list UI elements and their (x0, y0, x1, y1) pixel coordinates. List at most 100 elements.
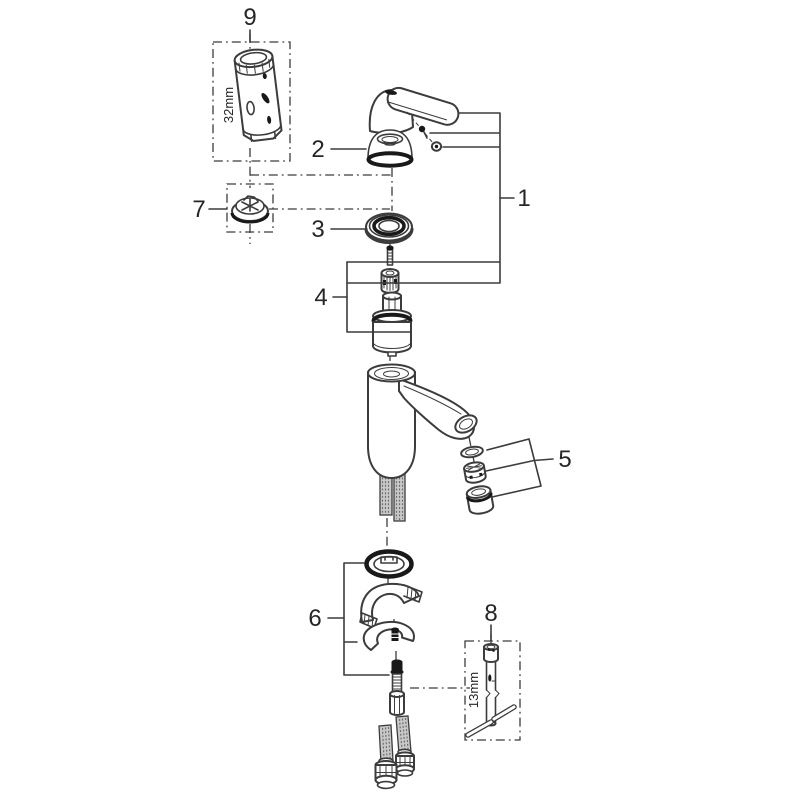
callout-4: 4 (314, 284, 327, 311)
diagram-shape (492, 649, 495, 652)
diagram-shape (396, 769, 414, 777)
diagram-shape (469, 472, 483, 479)
diagram-shape (398, 717, 409, 751)
diagram-shape (486, 644, 496, 650)
diagram-shape (383, 279, 397, 285)
diagram-shape (486, 689, 500, 698)
diagram-shape (378, 219, 400, 233)
diagram-shape (364, 227, 414, 244)
mounting-ring (364, 212, 414, 244)
handle-logo (385, 90, 397, 95)
diagram-shape (242, 123, 282, 142)
cartridge-locking-ring (230, 195, 270, 224)
diagram-shape (360, 582, 420, 623)
diagram-shape (364, 549, 414, 579)
diagram-shape (239, 51, 268, 65)
diagram-shape (391, 630, 399, 641)
handle-assembly (368, 86, 460, 152)
callout-3: 3 (311, 216, 324, 243)
diagram-shape (465, 448, 479, 456)
diagram-shape (376, 780, 396, 790)
callout-5-bracket (485, 438, 554, 498)
cartridge (371, 291, 413, 357)
diagram-shape (391, 659, 403, 673)
diagram-shape (391, 627, 399, 632)
diagram-shape (366, 151, 414, 168)
callout-4-bracket (346, 261, 411, 333)
diagram-shape (434, 144, 439, 149)
diagram-shape (391, 633, 399, 638)
diagram-shape (234, 63, 275, 76)
diagram-shape (368, 214, 410, 238)
diagram-shape (387, 351, 397, 357)
callout-1: 1 (517, 185, 530, 212)
diagram-shape (238, 58, 271, 74)
diagram-shape (385, 270, 395, 276)
callout-7: 7 (192, 196, 205, 223)
diagram-shape (380, 556, 398, 564)
callout-6: 6 (308, 605, 321, 632)
diagram-shape (492, 705, 516, 721)
diagram-shape (387, 252, 393, 263)
diagram-shape (465, 492, 493, 503)
socket-13mm-dimension-label: 13mm (466, 672, 481, 708)
mounting-stud (389, 659, 405, 716)
diagram-shape (466, 463, 482, 471)
callout-5: 5 (558, 446, 571, 473)
diagram-shape (261, 93, 270, 104)
aerator-insert (463, 461, 487, 484)
supply-hoses-upper (379, 467, 406, 522)
locking-ring-box (226, 183, 274, 233)
diagram-shape (403, 385, 462, 415)
diagram-shape (389, 690, 405, 698)
diagram-shape (423, 131, 428, 139)
callout-2: 2 (311, 136, 324, 163)
diagram-shape (267, 115, 272, 124)
diagram-shape (383, 141, 397, 146)
base-flange (364, 549, 414, 579)
hose-right (395, 715, 415, 777)
tool-32mm-box (212, 41, 291, 162)
socket-32mm-dimension-label: 32mm (221, 87, 236, 123)
diagram-shape (394, 695, 400, 714)
diagram-shape (230, 212, 270, 224)
callout-labels: 9 2 7 3 1 4 5 6 8 (192, 4, 571, 632)
callout-6-bracket (343, 562, 390, 676)
callout-9: 9 (243, 4, 256, 31)
callout-8: 8 (484, 600, 497, 627)
clamp-bracket (362, 620, 415, 651)
aerator-housing (465, 485, 495, 515)
supply-hose-connectors (374, 715, 415, 790)
hose-left (374, 724, 398, 790)
diagram-shape (466, 720, 493, 737)
diagram-shape (375, 765, 397, 782)
diagram-shape (485, 661, 497, 691)
diagram-shape (395, 756, 415, 771)
faucet-body (367, 363, 478, 522)
diagram-shape (362, 620, 415, 651)
diagram-shape (246, 100, 255, 116)
diagram-shape (464, 470, 486, 479)
tool-13mm-box (464, 640, 521, 741)
cartridge-adapter (380, 268, 400, 294)
diagram-shape (381, 726, 391, 760)
diagram-shape (487, 648, 491, 651)
diagram-shape (381, 136, 399, 143)
leader-lines (208, 29, 554, 676)
diagram-shape (471, 488, 487, 496)
diagram-shape (241, 195, 259, 212)
diagram-shape (387, 101, 448, 121)
socket-13mm-tool (465, 643, 517, 738)
diagram-shape (389, 693, 405, 716)
diagram-shape (386, 86, 460, 126)
diagram-shape (406, 586, 417, 602)
aerator-gasket (460, 445, 484, 459)
escutcheon-cap (366, 129, 414, 168)
socket-32mm-tool (233, 48, 283, 142)
diagram-shape (460, 445, 484, 459)
diagram-shape (383, 370, 400, 378)
diagram-shape (233, 55, 283, 142)
diagram-shape (262, 73, 267, 80)
